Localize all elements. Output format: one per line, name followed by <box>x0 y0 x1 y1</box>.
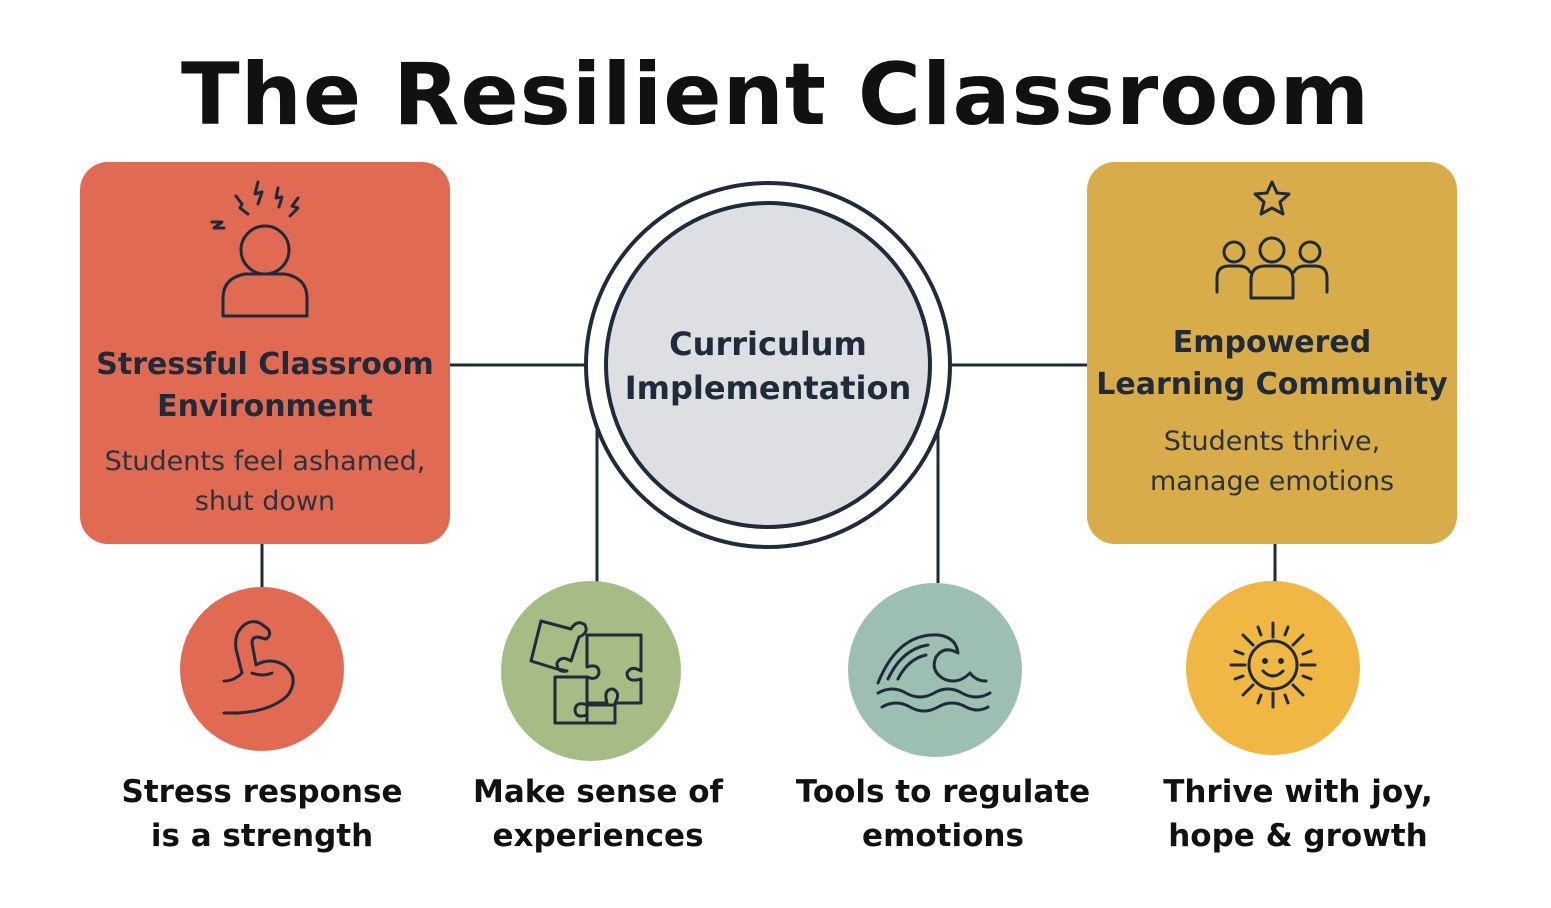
empowered-community-card: Empowered Learning Community Students th… <box>1087 162 1457 544</box>
step-3-caption-line2: emotions <box>862 818 1024 854</box>
right-card-title-line1: Empowered <box>1172 325 1372 360</box>
stressed-person-icon <box>80 176 450 330</box>
left-card-title-line2: Environment <box>157 389 373 424</box>
step-1-caption: Stress response is a strength <box>112 770 412 858</box>
left-card-desc-line2: shut down <box>194 486 336 517</box>
step-2-caption-line2: experiences <box>492 818 704 854</box>
step-1-caption-line1: Stress response <box>121 774 403 810</box>
diagram-title: The Resilient Classroom <box>180 45 1371 145</box>
sun-icon <box>1229 621 1317 709</box>
step-3-caption: Tools to regulate emotions <box>793 770 1093 858</box>
step-2-caption: Make sense of experiences <box>448 770 748 858</box>
right-card-description: Students thrive, manage emotions <box>1087 422 1457 502</box>
right-card-desc-line2: manage emotions <box>1149 466 1395 497</box>
left-card-title-line1: Stressful Classroom <box>96 347 434 382</box>
flexed-arm-icon <box>222 620 295 715</box>
left-card-desc-line1: Students feel ashamed, <box>104 446 426 477</box>
center-label-line2: Implementation <box>624 369 912 407</box>
left-card-title: Stressful Classroom Environment <box>80 344 450 428</box>
group-star-icon <box>1087 176 1457 310</box>
step-4-badge <box>1186 581 1360 755</box>
center-node-label: Curriculum Implementation <box>620 322 916 410</box>
step-4-caption: Thrive with joy, hope & growth <box>1148 770 1448 858</box>
step-3-caption-line1: Tools to regulate <box>795 774 1091 810</box>
step-1-caption-line2: is a strength <box>150 818 374 854</box>
step-2-caption-line1: Make sense of <box>473 774 723 810</box>
wave-icon <box>876 633 992 713</box>
center-inner-circle <box>604 201 932 529</box>
step-2-badge <box>501 581 681 761</box>
step-4-caption-line2: hope & growth <box>1168 818 1428 854</box>
puzzle-icon <box>529 619 643 725</box>
connector-lines <box>260 363 1277 588</box>
step-3-badge <box>848 583 1022 757</box>
center-label-line1: Curriculum <box>669 325 867 363</box>
left-card-description: Students feel ashamed, shut down <box>80 442 450 522</box>
stressful-environment-card: Stressful Classroom Environment Students… <box>80 162 450 544</box>
right-card-title: Empowered Learning Community <box>1087 322 1457 406</box>
right-card-title-line2: Learning Community <box>1096 367 1448 402</box>
right-card-desc-line1: Students thrive, <box>1163 426 1381 457</box>
step-1-badge <box>180 587 344 751</box>
step-4-caption-line1: Thrive with joy, <box>1163 774 1433 810</box>
